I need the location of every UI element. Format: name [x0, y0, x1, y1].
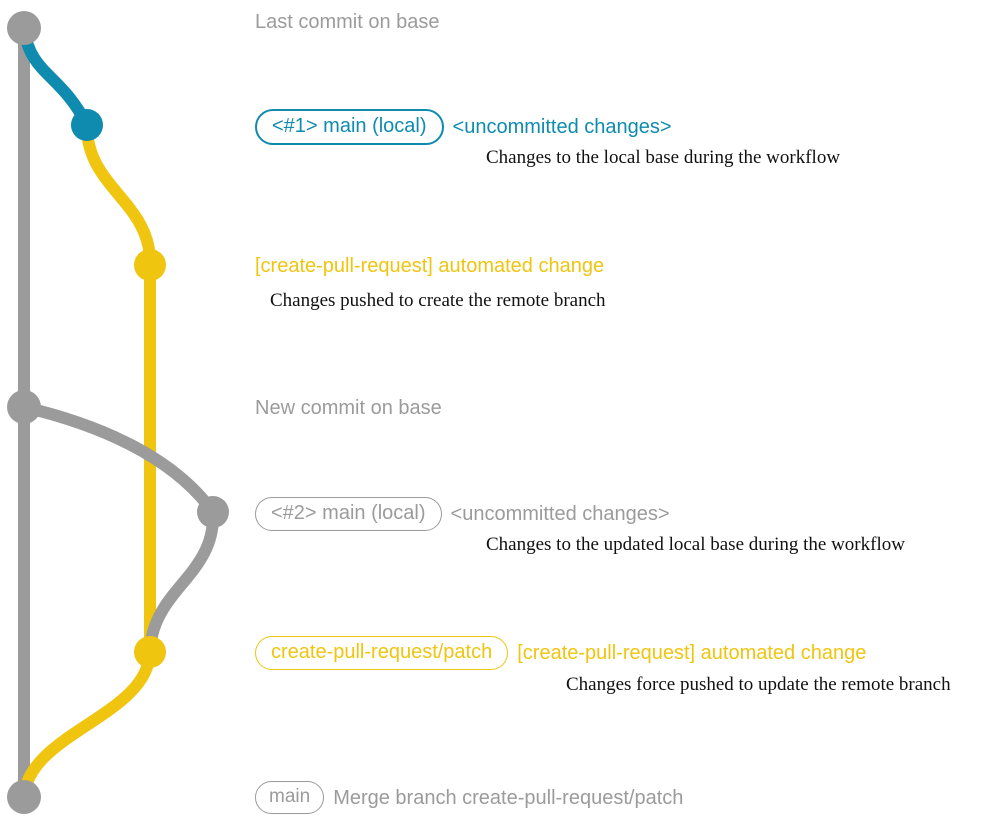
commit-subject: New commit on base	[255, 397, 442, 419]
graph-edge-local1-to-patch1	[80, 119, 157, 271]
commit-note-automated-change-1: Changes pushed to create the remote bran…	[270, 290, 606, 311]
branch-pill-main[interactable]: main	[255, 781, 325, 814]
commit-note-local-main-1: Changes to the local base during the wor…	[486, 147, 841, 168]
graph-edge-patch2-to-merge	[18, 646, 156, 803]
commit-node-patch-2[interactable]	[134, 636, 166, 668]
commit-node-merge[interactable]	[7, 780, 41, 814]
commit-row-head: <#1> main (local) <uncommitted changes>	[255, 109, 672, 145]
commit-note-local-main-2: Changes to the updated local base during…	[486, 534, 905, 555]
commit-node-base-last[interactable]	[7, 11, 41, 45]
commit-node-local-2[interactable]	[197, 496, 229, 528]
commit-row-head: main Merge branch create-pull-request/pa…	[255, 781, 683, 814]
commit-node-base-new[interactable]	[7, 390, 41, 424]
commit-subject: [create-pull-request] automated change	[517, 642, 867, 664]
commit-row-automated-change-2: create-pull-request/patch [create-pull-r…	[255, 636, 866, 670]
commit-node-local-1[interactable]	[71, 109, 103, 141]
commit-row-head: create-pull-request/patch [create-pull-r…	[255, 636, 866, 670]
graph-edge-newbase-to-local2	[18, 401, 219, 518]
commit-row-last-commit-on-base: Last commit on base	[255, 12, 440, 32]
commit-row-local-main-2: <#2> main (local) <uncommitted changes>	[255, 497, 670, 531]
commit-row-automated-change-1: [create-pull-request] automated change	[255, 256, 604, 276]
commit-row-head: New commit on base	[255, 398, 442, 418]
commit-subject: Merge branch create-pull-request/patch	[333, 786, 684, 809]
graph-edge-local2-to-patch2	[144, 506, 220, 658]
commit-row-head: [create-pull-request] automated change	[255, 256, 604, 276]
commit-subject: Last commit on base	[255, 11, 440, 33]
commit-row-head: Last commit on base	[255, 12, 440, 32]
commit-row-merge-commit: main Merge branch create-pull-request/pa…	[255, 781, 683, 814]
commit-subject: <uncommitted changes>	[450, 503, 670, 525]
branch-pill-local-main-2[interactable]: <#2> main (local)	[255, 497, 442, 531]
branch-pill-create-pull-request-patch[interactable]: create-pull-request/patch	[255, 636, 509, 670]
commit-subject: [create-pull-request] automated change	[255, 255, 605, 277]
commit-row-local-main-1: <#1> main (local) <uncommitted changes>	[255, 109, 672, 145]
commit-node-patch-1[interactable]	[134, 249, 166, 281]
commit-note-automated-change-2: Changes force pushed to update the remot…	[566, 674, 951, 695]
commit-subject: <uncommitted changes>	[452, 116, 672, 138]
commit-row-head: <#2> main (local) <uncommitted changes>	[255, 497, 670, 531]
branch-pill-local-main-1[interactable]: <#1> main (local)	[255, 109, 444, 145]
commit-row-new-commit-on-base: New commit on base	[255, 398, 442, 418]
